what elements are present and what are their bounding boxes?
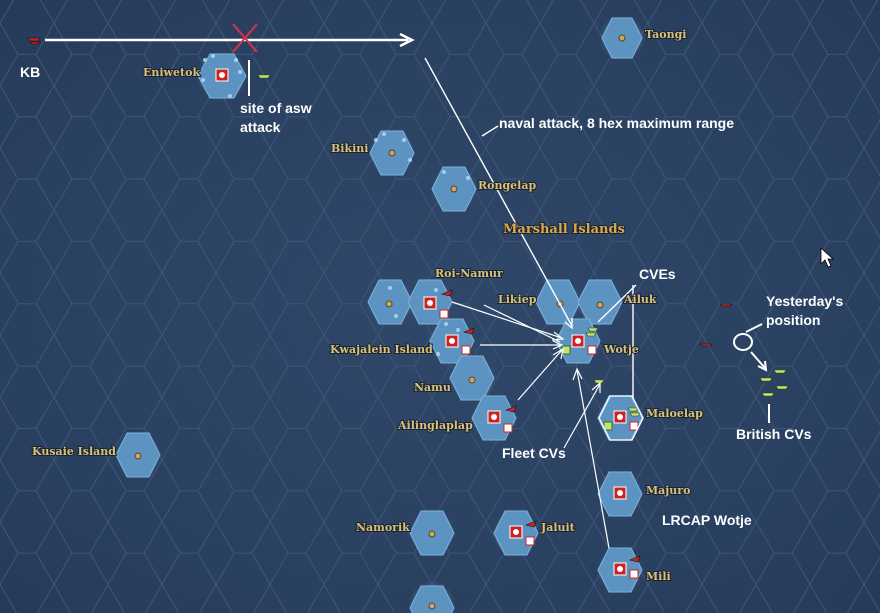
place-label-wotje[interactable]: Wotje	[602, 342, 640, 357]
annotation-asw-line1: site of asw	[240, 100, 312, 116]
place-label-ailuk[interactable]: Ailuk	[622, 292, 658, 307]
place-label-likiep[interactable]: Likiep	[497, 292, 538, 307]
base-marker-jaluit	[509, 525, 535, 546]
place-label-jaluit[interactable]: Jaluit	[539, 520, 577, 535]
annotation-yesterday-line1: Yesterday's	[766, 293, 843, 309]
place-label-namu[interactable]: Namu	[413, 380, 452, 395]
annotation-fleet-cvs: Fleet CVs	[502, 445, 566, 461]
place-label-bikini[interactable]: Bikini	[330, 141, 369, 156]
place-label-kwajalein[interactable]: Kwajalein Island	[329, 342, 434, 357]
strike-arrows	[451, 301, 610, 549]
base-marker-mili	[613, 562, 639, 579]
annotation-naval-attack: naval attack, 8 hex maximum range	[499, 115, 734, 131]
atoll-markers	[134, 34, 626, 610]
base-marker-ailinglaplap	[487, 410, 513, 433]
base-marker-majuro	[613, 486, 627, 500]
place-label-mili[interactable]: Mili	[645, 569, 672, 584]
base-marker-eniwetok	[215, 68, 229, 82]
place-label-roi-namur[interactable]: Roi-Namur	[434, 266, 504, 281]
annotation-asw-line2: attack	[240, 119, 281, 135]
place-label-majuro[interactable]: Majuro	[645, 483, 691, 498]
annotation-yesterday-line2: position	[766, 312, 820, 328]
asw-attack-cross-icon	[232, 23, 258, 53]
place-label-maloelap[interactable]: Maloelap	[645, 406, 704, 421]
hex-cells	[115, 17, 643, 613]
base-marker-roi-namur	[423, 296, 449, 319]
place-label-eniwetok[interactable]: Eniwetok	[142, 65, 201, 80]
base-marker-maloelap	[603, 410, 639, 431]
selected-hex-maloelap[interactable]	[598, 395, 644, 441]
annotation-lrcap-wotje: LRCAP Wotje	[662, 512, 752, 528]
allied-task-forces[interactable]	[257, 74, 789, 417]
enemy-task-forces[interactable]	[27, 37, 733, 347]
naval-attack-arrow	[424, 57, 573, 330]
annotation-cves: CVEs	[639, 266, 676, 282]
place-label-ailinglaplap[interactable]: Ailinglaplap	[396, 418, 474, 433]
place-label-taongi[interactable]: Taongi	[644, 27, 687, 42]
annotation-kb: KB	[20, 64, 40, 80]
base-marker-kwajalein	[445, 334, 471, 355]
place-label-kusaie[interactable]: Kusaie Island	[31, 444, 117, 459]
mouse-cursor-icon	[820, 247, 835, 268]
place-label-namorik[interactable]: Namorik	[355, 520, 411, 535]
air-unit-markers[interactable]	[441, 289, 641, 563]
naval-attack-label-line	[481, 125, 499, 137]
base-marker-wotje	[561, 334, 597, 355]
enemy-bases[interactable]	[215, 68, 639, 579]
cve-pointer-lines	[597, 284, 637, 398]
region-label: Marshall Islands	[503, 222, 625, 237]
place-label-rongelap[interactable]: Rongelap	[477, 178, 537, 193]
annotation-british-cvs: British CVs	[736, 426, 812, 442]
reef-texture	[201, 54, 470, 356]
kb-movement-arrow	[45, 32, 415, 48]
yesterday-marker	[733, 323, 768, 372]
